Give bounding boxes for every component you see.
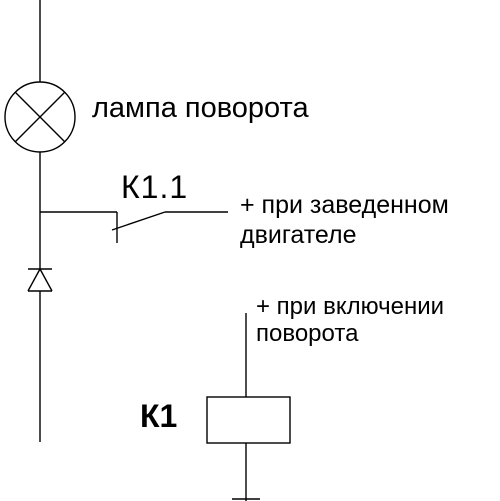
engine-supply-line-2: двигателе (240, 221, 357, 249)
lamp-label: лампа поворота (92, 92, 309, 124)
switch-contact-icon (40, 211, 228, 243)
relay-label: К1 (140, 398, 178, 434)
engine-supply-line-1: + при заведенном (240, 191, 449, 219)
relay-coil-icon (206, 396, 291, 444)
turn-supply-label: + при включении поворота (256, 293, 444, 347)
diode-icon (27, 268, 53, 292)
contact-label: К1.1 (121, 169, 189, 205)
lamp-icon (4, 81, 76, 153)
engine-supply-label: + при заведенном двигателе (240, 190, 449, 250)
turn-supply-line-1: + при включении (256, 293, 445, 320)
turn-supply-line-2: поворота (256, 320, 359, 347)
